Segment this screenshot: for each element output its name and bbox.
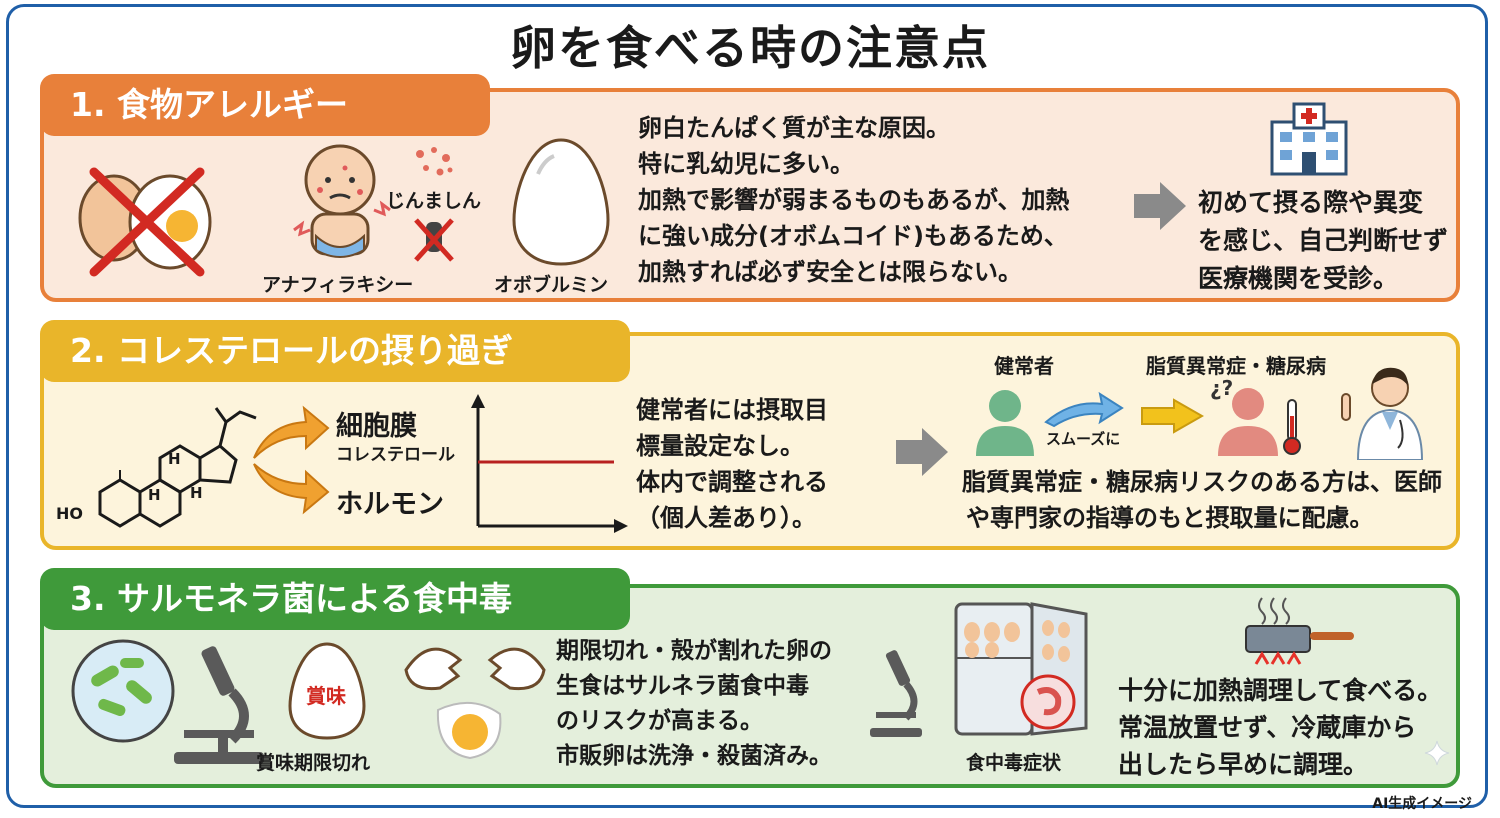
allergy-line: 加熱すれば必ず安全とは限らない。 — [638, 258, 1022, 286]
allergy-line: に強い成分(オボムコイド)もあるため、 — [638, 222, 1068, 250]
yellow-arrow-icon — [1141, 398, 1204, 434]
condition-label: 脂質異常症・糖尿病 — [1146, 354, 1326, 378]
doctor-icon — [1341, 367, 1424, 460]
hospital-icon — [1270, 102, 1348, 176]
salmonella-line: 期限切れ・殻が割れた卵の — [556, 638, 832, 664]
thermometer-icon — [1283, 399, 1301, 455]
hydroxyl-label: HO — [56, 504, 83, 523]
allergy-heading: 1. 食物アレルギー — [40, 74, 490, 136]
smooth-label: スムーズに — [1046, 430, 1121, 448]
salmonella-advice: 十分に加熱調理して食べる。 常温放置せず、冷蔵庫から 出したら早めに調理。 — [1118, 672, 1442, 783]
allergy-line: 加熱で影響が弱まるものもあるが、加熱 — [638, 186, 1070, 214]
sparkle-icon — [1424, 740, 1450, 766]
cholesterol-advice: 脂質異常症・糖尿病リスクのある方は、医師 や専門家の指導のもと摂取量に配慮。 — [962, 464, 1442, 536]
white-egg-icon — [512, 138, 610, 266]
salmonella-line: 市販卵は洗浄・殺菌済み。 — [556, 743, 832, 769]
bacteria-icon — [71, 639, 175, 743]
arrow-right-icon — [1134, 182, 1186, 230]
no-egg-icon — [78, 167, 212, 277]
cholesterol-heading: 2. コレステロールの摂り過ぎ — [40, 320, 630, 382]
hydrogen-label: H — [148, 486, 161, 504]
rash-label: じんましん — [386, 190, 482, 212]
cholesterol-line: （個人差あり）。 — [636, 504, 816, 532]
cholesterol-molecule-icon — [98, 407, 257, 528]
outer-frame — [6, 4, 1488, 808]
refrigerator-icon — [954, 602, 1088, 736]
arrow-right-icon — [896, 428, 948, 476]
no-allergen-icon — [414, 218, 454, 262]
anaphylaxis-label: アナフィラキシー — [262, 274, 414, 296]
cholesterol-line: 体内で調整される — [636, 468, 828, 496]
cholesterol-advice-line: 脂質異常症・糖尿病リスクのある方は、医師 — [962, 468, 1442, 496]
salmonella-advice-line: 十分に加熱調理して食べる。 — [1118, 676, 1443, 705]
best-before-stamp: 賞味 — [306, 684, 346, 708]
unwell-person-icon — [1218, 388, 1278, 456]
salmonella-advice-line: 常温放置せず、冷蔵庫から — [1118, 713, 1417, 742]
egg-protein-label: オボブルミン — [494, 274, 609, 296]
pot-on-stove-icon — [1245, 597, 1354, 665]
cholesterol-line: 標量設定なし。 — [636, 432, 804, 460]
cholesterol-body: 健常者には摂取目 標量設定なし。 体内で調整される （個人差あり）。 — [636, 392, 828, 536]
page-title: 卵を食べる時の注意点 — [510, 21, 990, 75]
rash-icon — [416, 147, 453, 176]
ai-generated-note: AI生成イメージ — [1372, 796, 1472, 812]
baby-rash-icon — [293, 144, 391, 258]
cholesterol-advice-line: や専門家の指導のもと摂取量に配慮。 — [966, 504, 1374, 532]
smooth-arrow-icon — [1044, 392, 1124, 428]
allergy-advice: 初めて摂る際や異変 を感じ、自己判断せず 医療機関を受診。 — [1198, 184, 1448, 298]
salmonella-line: のリスクが高まる。 — [556, 708, 763, 734]
orange-arrows-icon — [253, 405, 330, 515]
allergy-line: 卵白たんぱく質が主な原因。 — [638, 114, 950, 142]
expired-label: 賞味期限切れ — [256, 752, 371, 774]
intake-graph-icon — [471, 394, 628, 533]
salmonella-heading: 3. サルモネラ菌による食中毒 — [40, 568, 630, 630]
hormone-label: ホルモン — [336, 489, 444, 520]
allergy-body: 卵白たんぱく質が主な原因。 特に乳幼児に多い。 加熱で影響が弱まるものもあるが、… — [638, 110, 1070, 290]
cracked-egg-icon — [404, 647, 546, 760]
hydrogen-label: H — [190, 484, 203, 502]
allergy-advice-line: 初めて摂る際や異変 — [1198, 188, 1424, 217]
salmonella-line: 生食はサルネラ菌食中毒 — [556, 673, 809, 699]
salmonella-advice-line: 出したら早めに調理。 — [1118, 750, 1369, 779]
microscope-small-icon — [870, 650, 922, 737]
healthy-label: 健常者 — [994, 354, 1054, 378]
microscope-icon — [174, 646, 264, 764]
hydrogen-label: H — [168, 450, 181, 468]
question-marks: ¿? — [1210, 376, 1234, 400]
salmonella-body: 期限切れ・殻が割れた卵の 生食はサルネラ菌食中毒 のリスクが高まる。 市販卵は洗… — [556, 634, 832, 774]
food-poisoning-label: 食中毒症状 — [966, 752, 1062, 774]
allergy-advice-line: を感じ、自己判断せず — [1198, 226, 1449, 255]
cell-membrane-label: 細胞膜 — [336, 411, 417, 442]
cholesterol-line: 健常者には摂取目 — [636, 396, 828, 424]
allergy-line: 特に乳幼児に多い。 — [638, 150, 854, 178]
cholesterol-label: コレステロール — [336, 445, 455, 465]
healthy-person-icon — [976, 390, 1034, 456]
allergy-panel — [40, 88, 1460, 302]
expired-egg-icon — [288, 642, 366, 740]
allergy-advice-line: 医療機関を受診。 — [1198, 264, 1399, 293]
